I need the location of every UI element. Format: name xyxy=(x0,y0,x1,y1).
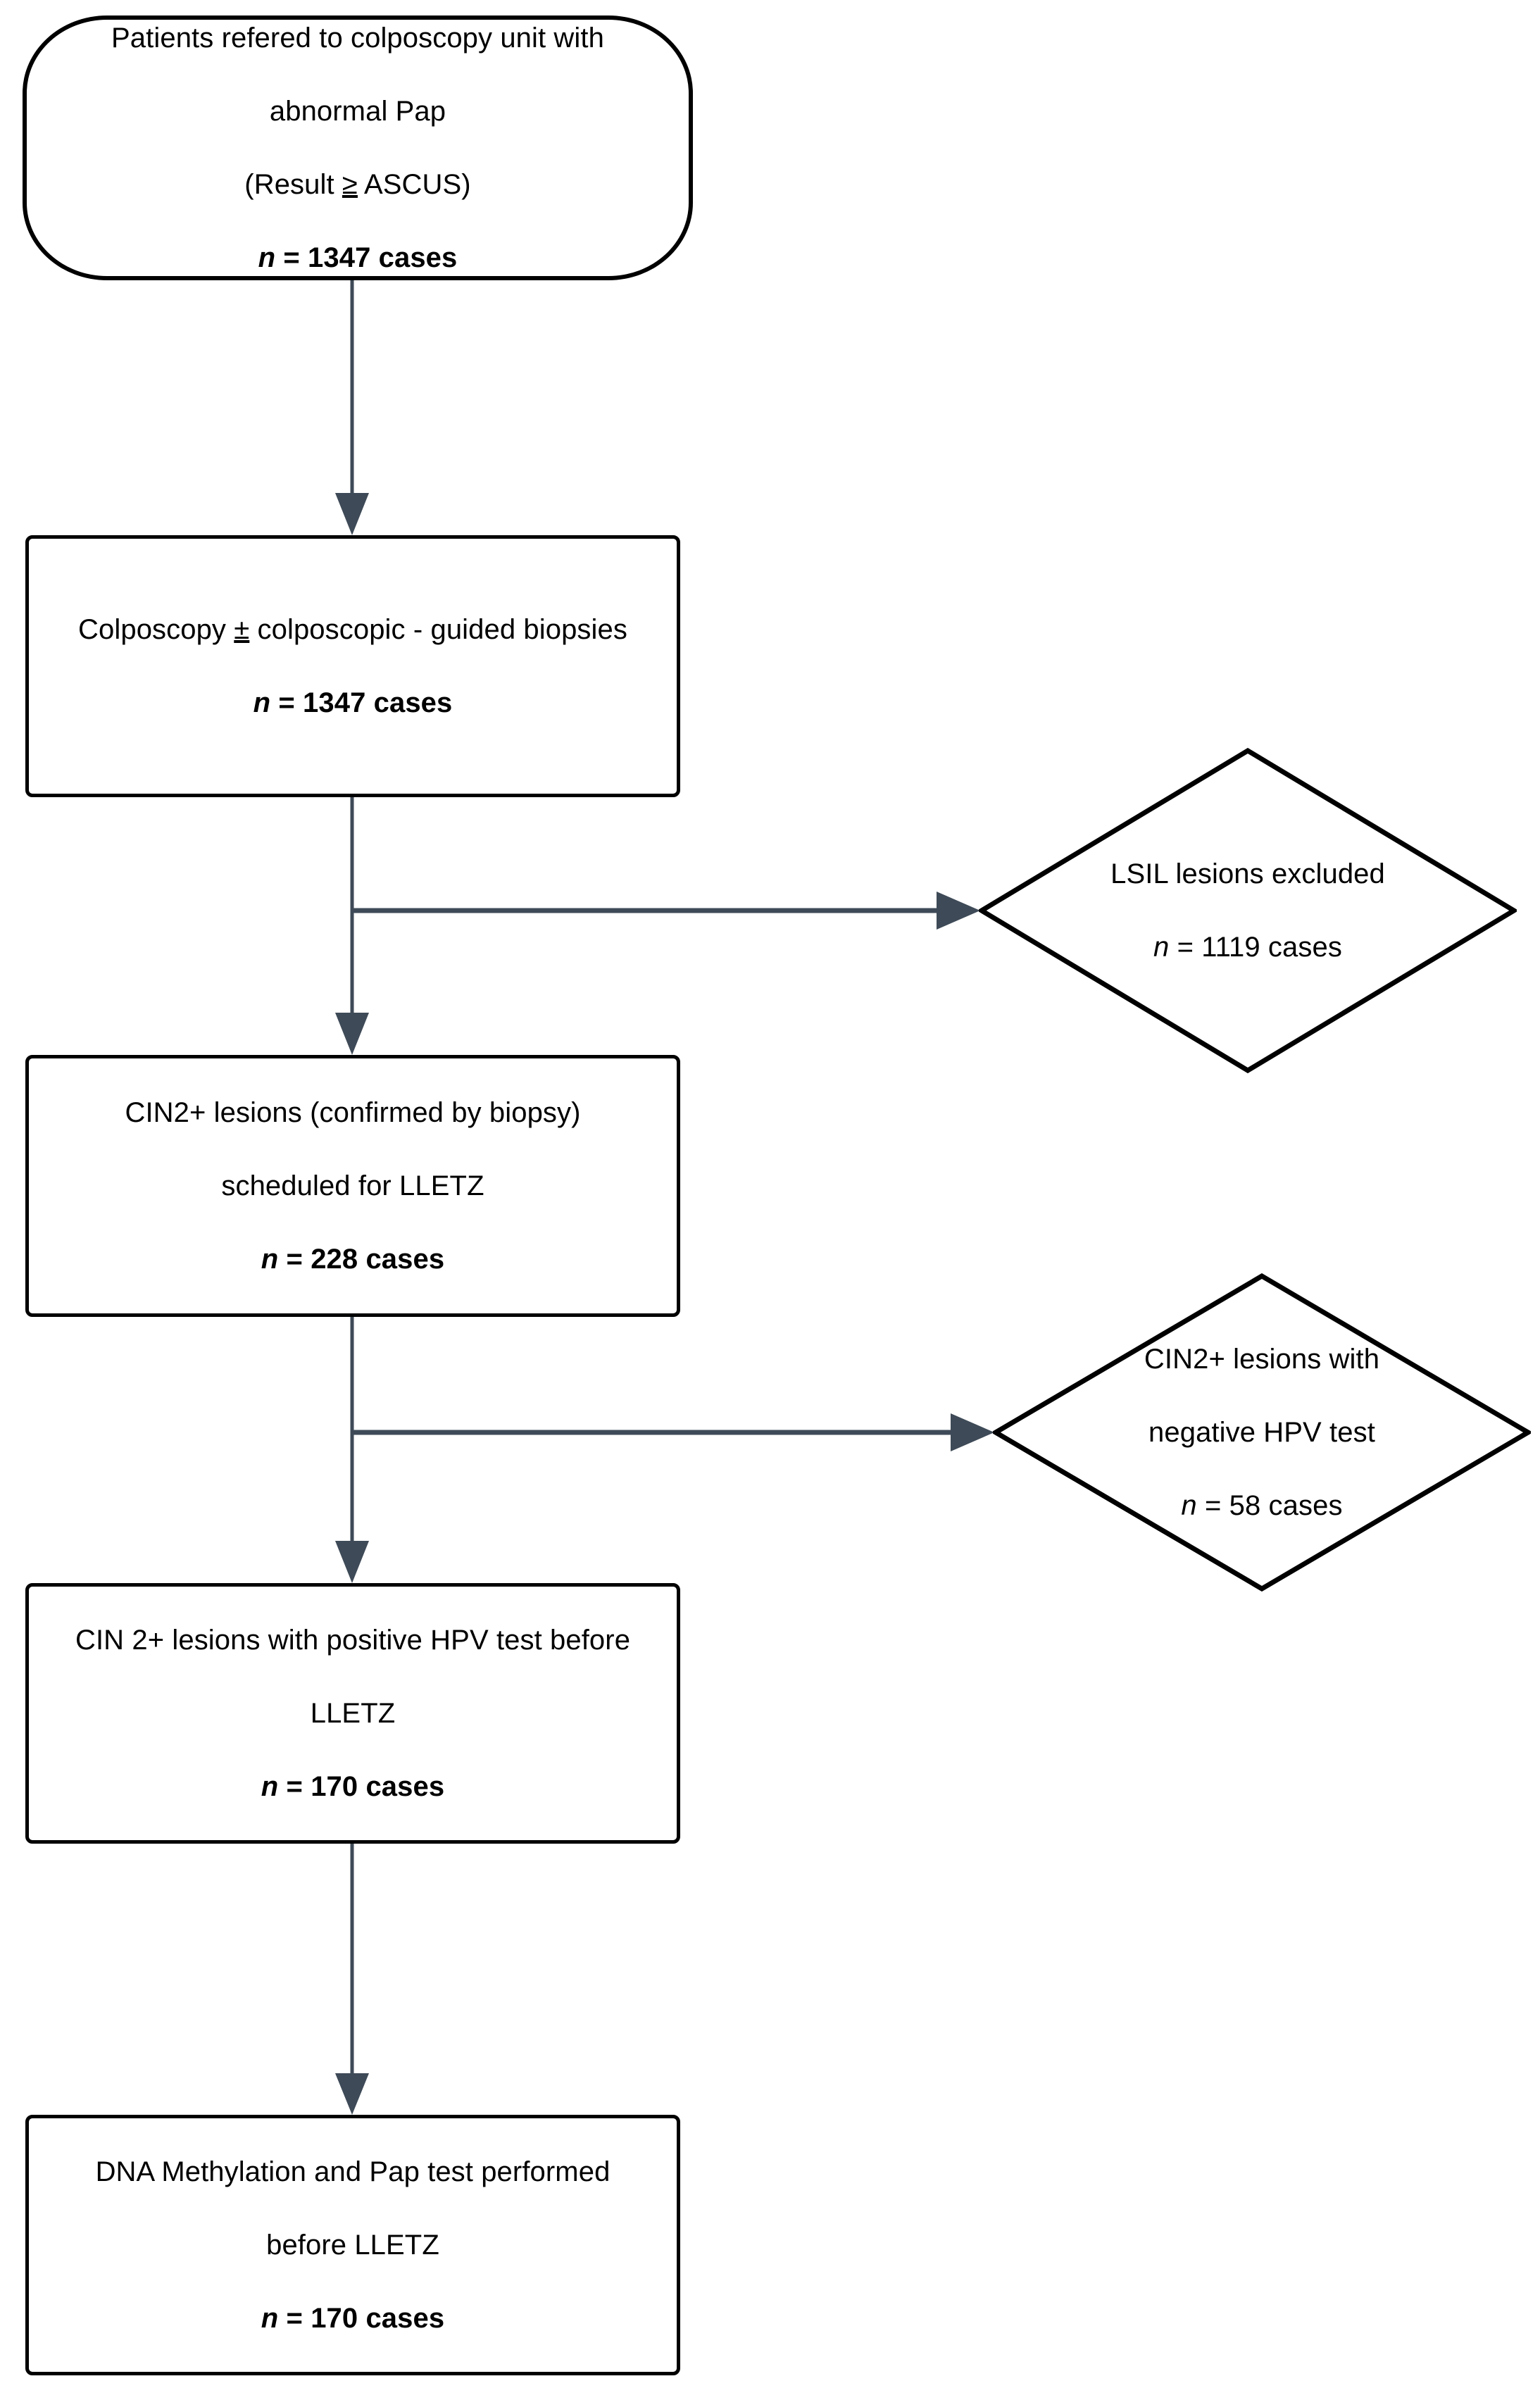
node-count-line: n = 58 cases xyxy=(1144,1487,1379,1524)
edge-referred-to-colposcopy xyxy=(335,280,369,535)
node-label: DNA Methylation and Pap test performed b… xyxy=(77,2117,629,2373)
edge-colposcopy-to-lsil xyxy=(352,892,980,930)
count-variable: n xyxy=(1153,932,1170,963)
count-variable: n xyxy=(253,687,271,718)
node-line-1: Patients refered to colposcopy unit with xyxy=(111,23,604,54)
edge-cin2-to-hpvneg xyxy=(352,1413,994,1451)
node-cin2-negative-hpv: CIN2+ lesions with negative HPV test n =… xyxy=(993,1273,1531,1592)
count-value: = 170 cases xyxy=(278,2303,445,2334)
count-variable: n xyxy=(261,1771,279,1802)
node-line-1: CIN 2+ lesions with positive HPV test be… xyxy=(75,1625,631,1656)
node-cin2-positive-hpv: CIN 2+ lesions with positive HPV test be… xyxy=(25,1583,680,1844)
node-line-2: scheduled for LLETZ xyxy=(221,1170,484,1201)
node-patients-referred: Patients refered to colposcopy unit with… xyxy=(23,15,693,280)
node-line-3: (Result ≥ ASCUS) xyxy=(111,166,604,203)
count-value: = 1119 cases xyxy=(1169,932,1342,963)
edge-cin2-to-hpvpos xyxy=(335,1317,369,1583)
node-label: CIN 2+ lesions with positive HPV test be… xyxy=(57,1585,649,1842)
node-label: LSIL lesions excluded n = 1119 cases xyxy=(1110,819,1385,1002)
greater-equal-icon: ≥ xyxy=(342,169,358,200)
node-label: Patients refered to colposcopy unit with… xyxy=(93,0,622,313)
node-line-2: negative HPV test xyxy=(1148,1417,1375,1448)
paren-prefix: (Result xyxy=(244,169,342,200)
count-variable: n xyxy=(261,1244,279,1275)
node-colposcopy-biopsies: Colposcopy ± colposcopic - guided biopsi… xyxy=(25,535,680,797)
node-count-line: n = 1119 cases xyxy=(1110,929,1385,965)
line-suffix: colposcopic - guided biopsies xyxy=(249,614,627,645)
node-line-1: LSIL lesions excluded xyxy=(1110,858,1385,889)
plus-minus-icon: ± xyxy=(234,614,250,645)
count-value: = 58 cases xyxy=(1196,1490,1343,1521)
node-label: CIN2+ lesions (confirmed by biopsy) sche… xyxy=(106,1058,599,1314)
node-cin2-scheduled-lletz: CIN2+ lesions (confirmed by biopsy) sche… xyxy=(25,1055,680,1317)
edge-hpvpos-to-dna xyxy=(335,1844,369,2115)
node-dna-methylation-pap: DNA Methylation and Pap test performed b… xyxy=(25,2115,680,2375)
node-count-line: n = 228 cases xyxy=(125,1241,580,1277)
count-variable: n xyxy=(261,2303,279,2334)
edge-colposcopy-to-cin2 xyxy=(335,797,369,1055)
node-count-line: n = 1347 cases xyxy=(78,685,627,721)
count-value: = 228 cases xyxy=(278,1244,445,1275)
diamond-shape xyxy=(993,1273,1531,1592)
count-value: = 1347 cases xyxy=(275,242,458,273)
node-line-1: DNA Methylation and Pap test performed xyxy=(95,2156,611,2187)
node-line-1: CIN2+ lesions (confirmed by biopsy) xyxy=(125,1097,581,1128)
node-line-2: LLETZ xyxy=(310,1698,396,1729)
count-value: = 170 cases xyxy=(278,1771,445,1802)
node-label: Colposcopy ± colposcopic - guided biopsi… xyxy=(60,575,646,758)
paren-suffix: ASCUS) xyxy=(357,169,471,200)
count-variable: n xyxy=(258,242,276,273)
diamond-shape xyxy=(979,748,1517,1073)
node-line-1: CIN2+ lesions with xyxy=(1144,1344,1380,1375)
node-lsil-lesions-excluded: LSIL lesions excluded n = 1119 cases xyxy=(979,748,1517,1073)
node-line-2: abnormal Pap xyxy=(269,96,446,127)
node-count-line: n = 170 cases xyxy=(96,2300,611,2337)
count-value: = 1347 cases xyxy=(270,687,453,718)
node-line-1: Colposcopy ± colposcopic - guided biopsi… xyxy=(78,611,627,648)
node-count-line: n = 170 cases xyxy=(75,1768,630,1805)
line-prefix: Colposcopy xyxy=(78,614,234,645)
count-variable: n xyxy=(1181,1490,1197,1521)
node-count-line: n = 1347 cases xyxy=(111,239,604,276)
node-line-2: before LLETZ xyxy=(266,2230,439,2261)
node-label: CIN2+ lesions with negative HPV test n =… xyxy=(1144,1304,1379,1561)
